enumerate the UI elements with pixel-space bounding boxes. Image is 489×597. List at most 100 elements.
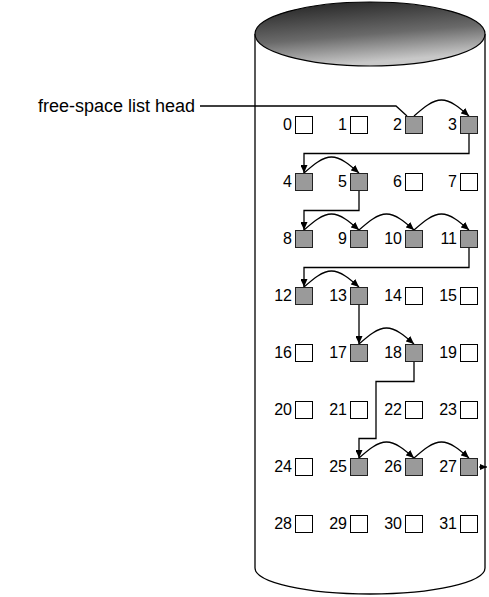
disk-block: 1 <box>338 116 368 134</box>
disk-block: 31 <box>439 515 478 533</box>
free-block-square <box>295 287 313 305</box>
disk-block: 21 <box>329 401 368 419</box>
disk-block: 9 <box>338 230 368 248</box>
block-square <box>295 458 313 476</box>
block-square <box>405 401 423 419</box>
block-number: 5 <box>338 173 347 191</box>
disk-block: 26 <box>384 458 423 476</box>
block-number: 31 <box>439 515 457 533</box>
free-list-link <box>304 271 359 287</box>
block-square <box>460 344 478 362</box>
disk-block: 17 <box>329 344 368 362</box>
disk-block: 27 <box>439 458 478 476</box>
block-number: 6 <box>393 173 402 191</box>
block-number: 1 <box>338 116 347 134</box>
disk-block: 23 <box>439 401 478 419</box>
block-number: 13 <box>329 287 347 305</box>
disk-block: 24 <box>274 458 313 476</box>
block-square <box>295 116 313 134</box>
block-number: 22 <box>384 401 402 419</box>
free-block-square <box>405 116 423 134</box>
block-square <box>295 515 313 533</box>
disk-block: 29 <box>329 515 368 533</box>
disk-block: 3 <box>448 116 478 134</box>
disk-block: 18 <box>384 344 423 362</box>
block-number: 20 <box>274 401 292 419</box>
free-block-square <box>295 173 313 191</box>
free-block-square <box>405 458 423 476</box>
block-number: 8 <box>283 230 292 248</box>
disk-block: 12 <box>274 287 313 305</box>
block-number: 26 <box>384 458 402 476</box>
disk-block: 7 <box>448 173 478 191</box>
free-list-link <box>304 214 359 230</box>
free-block-square <box>350 458 368 476</box>
block-number: 4 <box>283 173 292 191</box>
disk-block: 15 <box>439 287 478 305</box>
free-list-link <box>414 100 469 116</box>
disk-block: 8 <box>283 230 313 248</box>
block-square <box>460 401 478 419</box>
disk-block: 25 <box>329 458 368 476</box>
disk-block: 6 <box>393 173 423 191</box>
free-block-square <box>350 230 368 248</box>
list-continues-arrow <box>479 466 487 467</box>
free-list-link <box>359 328 414 344</box>
free-list-link <box>304 248 469 287</box>
block-number: 10 <box>384 230 402 248</box>
free-list-link <box>359 442 414 458</box>
disk-block: 13 <box>329 287 368 305</box>
block-number: 0 <box>283 116 292 134</box>
cylinder-top <box>255 2 485 66</box>
block-number: 18 <box>384 344 402 362</box>
free-list-link <box>304 191 359 230</box>
disk-block: 4 <box>283 173 313 191</box>
block-square <box>460 515 478 533</box>
block-number: 15 <box>439 287 457 305</box>
disk-block: 14 <box>384 287 423 305</box>
disk-block: 30 <box>384 515 423 533</box>
disk-block: 16 <box>274 344 313 362</box>
block-number: 28 <box>274 515 292 533</box>
block-number: 19 <box>439 344 457 362</box>
block-number: 17 <box>329 344 347 362</box>
block-number: 7 <box>448 173 457 191</box>
free-list-link <box>359 214 414 230</box>
free-block-square <box>405 344 423 362</box>
pointer-label: free-space list head <box>38 96 195 116</box>
block-number: 14 <box>384 287 402 305</box>
block-number: 11 <box>440 230 457 248</box>
free-block-square <box>460 458 478 476</box>
block-square <box>405 287 423 305</box>
free-block-square <box>350 173 368 191</box>
block-square <box>460 173 478 191</box>
block-number: 21 <box>329 401 347 419</box>
block-number: 12 <box>274 287 292 305</box>
block-number: 16 <box>274 344 292 362</box>
free-list-link <box>304 134 469 173</box>
disk-block: 28 <box>274 515 313 533</box>
disk-block: 2 <box>393 116 423 134</box>
free-list-link <box>414 442 469 458</box>
free-block-square <box>405 230 423 248</box>
block-square <box>350 401 368 419</box>
block-number: 30 <box>384 515 402 533</box>
disk-block: 11 <box>440 230 478 248</box>
free-list-link <box>414 214 469 230</box>
free-block-square <box>295 230 313 248</box>
block-number: 24 <box>274 458 292 476</box>
free-block-square <box>350 344 368 362</box>
cylinder-body <box>255 34 485 594</box>
block-number: 29 <box>329 515 347 533</box>
disk-block: 22 <box>384 401 423 419</box>
block-square <box>350 116 368 134</box>
block-square <box>405 515 423 533</box>
leader-line <box>200 106 407 116</box>
block-number: 2 <box>393 116 402 134</box>
block-number: 25 <box>329 458 347 476</box>
free-block-square <box>460 116 478 134</box>
block-number: 9 <box>338 230 347 248</box>
free-list-link <box>304 157 359 173</box>
block-square <box>460 287 478 305</box>
